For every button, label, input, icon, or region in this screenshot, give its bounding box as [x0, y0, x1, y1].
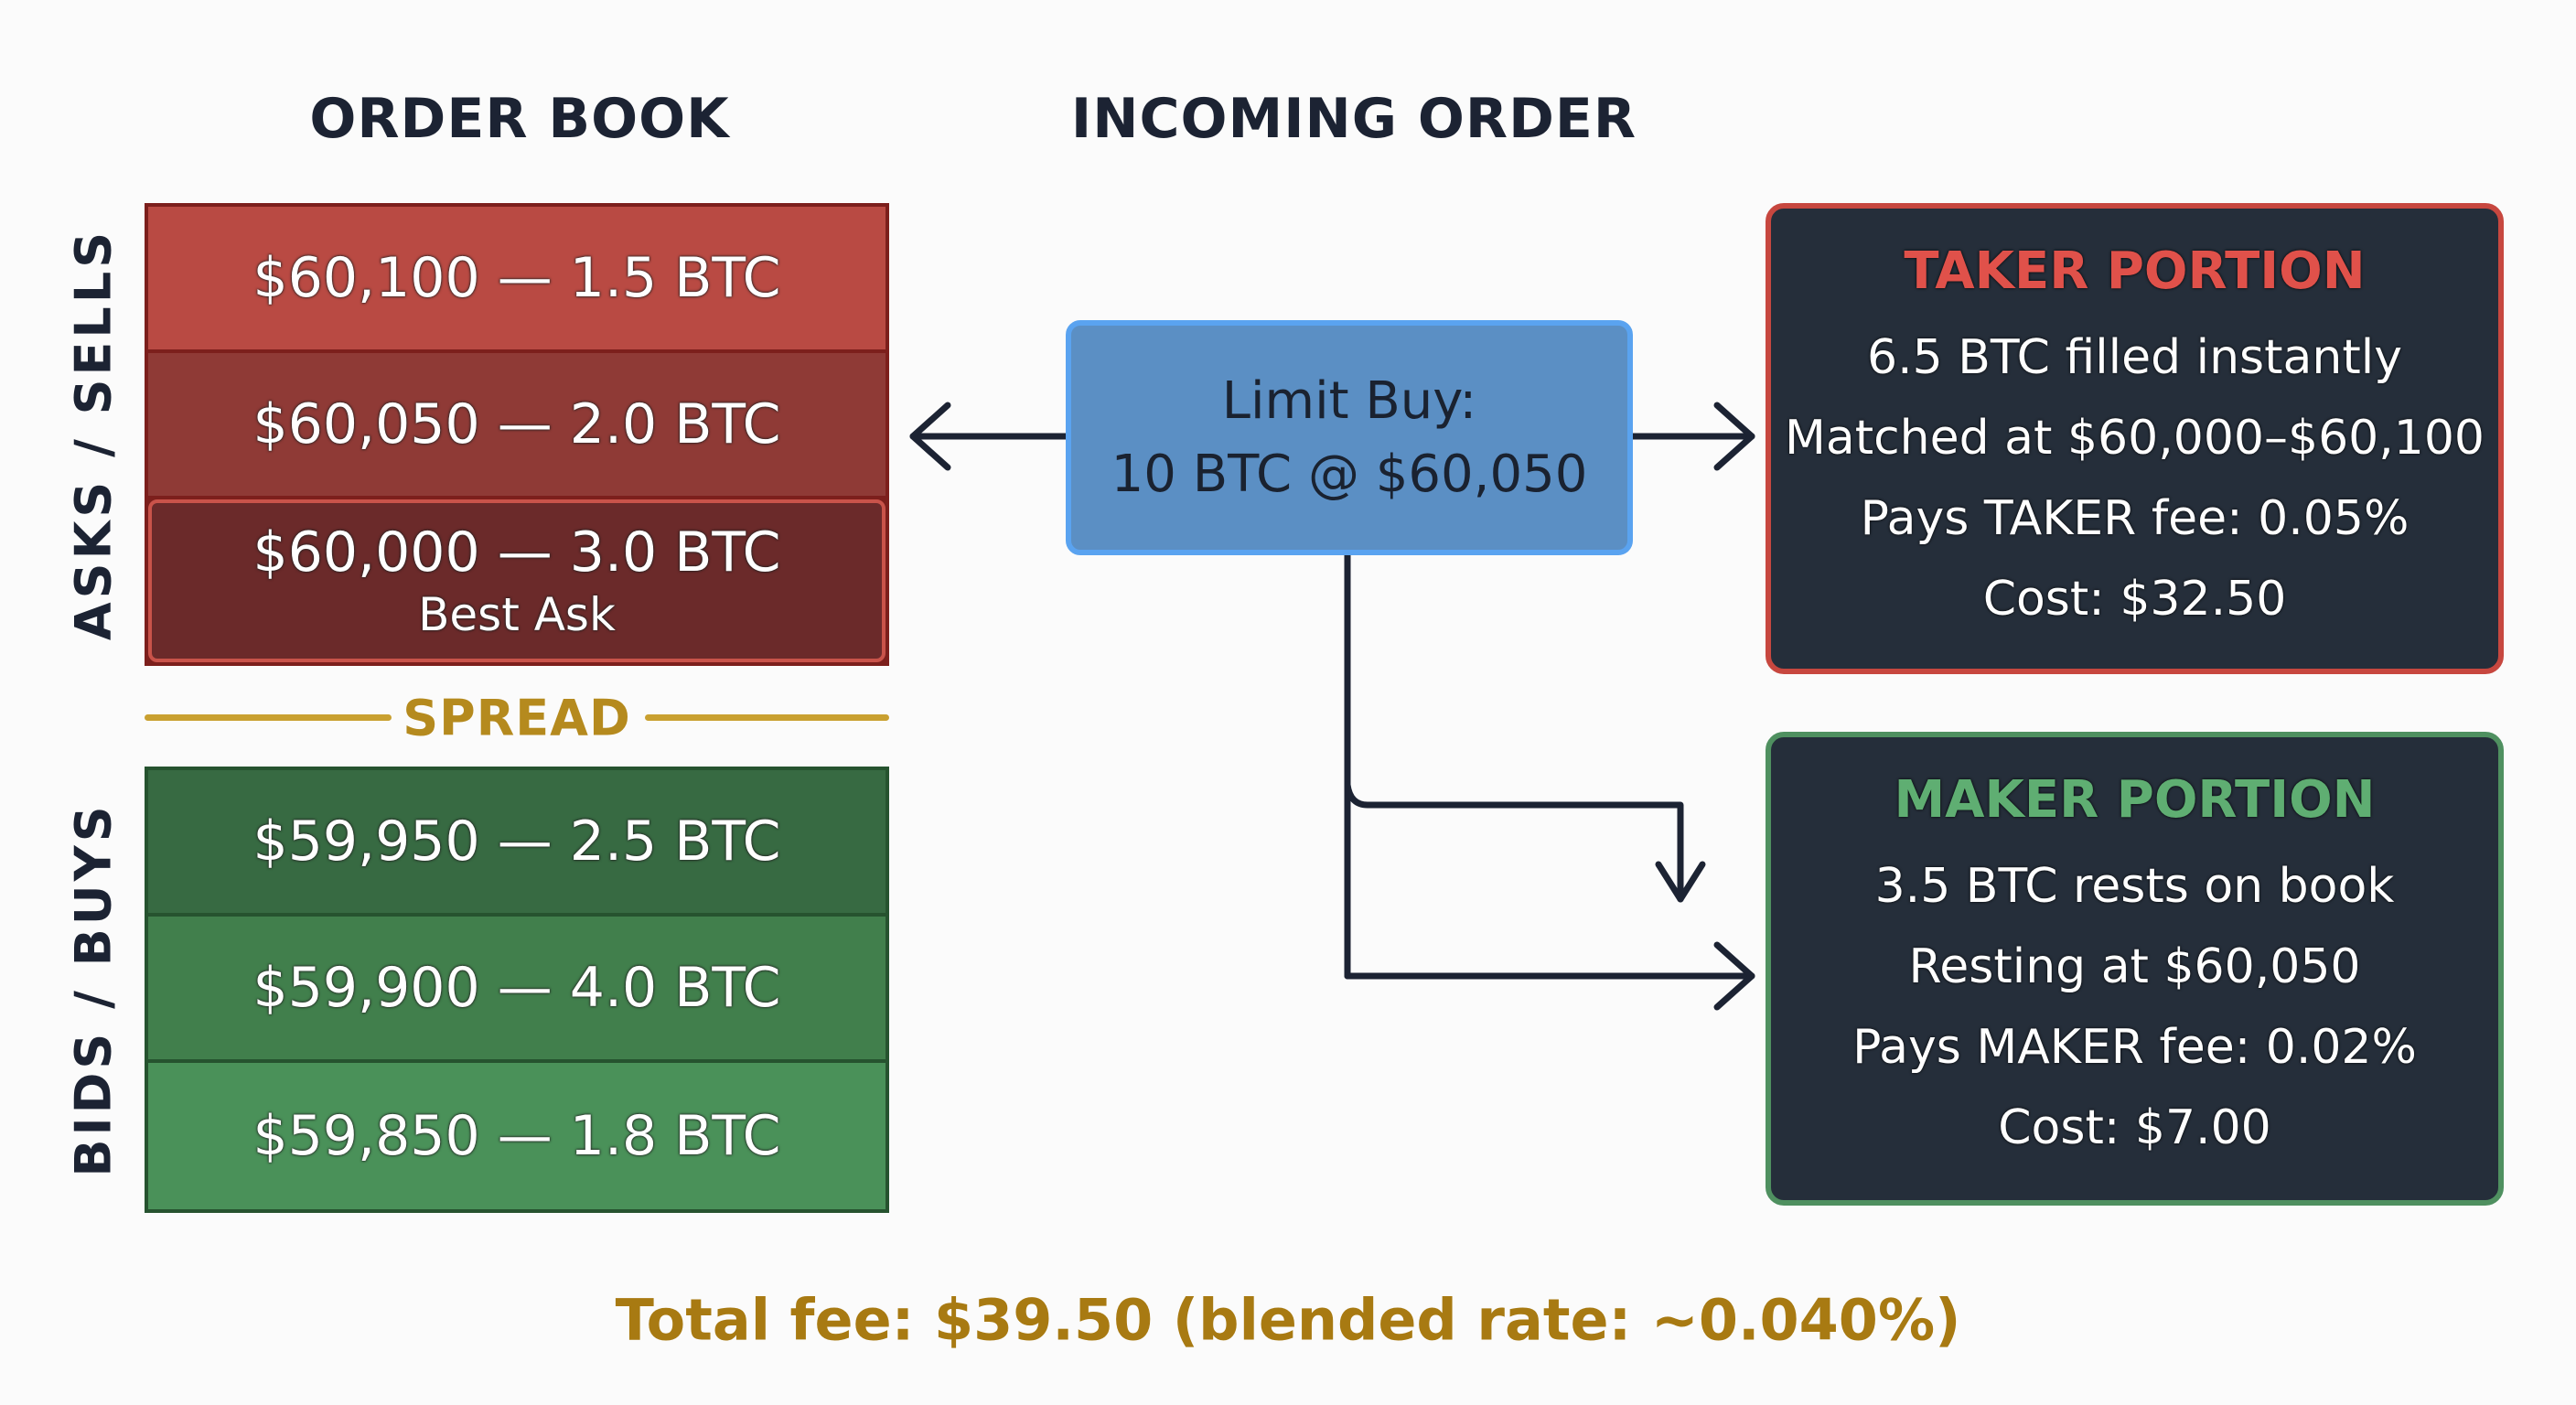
taker-title: TAKER PORTION: [1904, 241, 2366, 301]
taker-portion-box: TAKER PORTION 6.5 BTC filled instantly M…: [1766, 203, 2504, 674]
bid-row: $59,850 — 1.8 BTC: [148, 1063, 886, 1209]
ask-row-label: $60,100 — 1.5 BTC: [252, 246, 781, 310]
ask-row: $60,100 — 1.5 BTC: [148, 207, 886, 353]
maker-line: Pays MAKER fee: 0.02%: [1852, 1020, 2417, 1075]
incoming-order-box: Limit Buy: 10 BTC @ $60,050: [1066, 320, 1633, 555]
arrow-right-icon: [1713, 402, 1755, 471]
asks-book: $60,100 — 1.5 BTC $60,050 — 2.0 BTC $60,…: [145, 203, 889, 666]
taker-line: Cost: $32.50: [1982, 572, 2287, 627]
taker-line: 6.5 BTC filled instantly: [1867, 330, 2402, 385]
maker-portion-box: MAKER PORTION 3.5 BTC rests on book Rest…: [1766, 732, 2504, 1206]
best-ask-badge: Best Ask: [418, 588, 616, 641]
ask-row-label: $60,000 — 3.0 BTC: [252, 520, 781, 585]
spread-label: SPREAD: [402, 689, 631, 747]
bid-row-label: $59,900 — 4.0 BTC: [252, 956, 781, 1020]
arrow-down-icon: [1655, 861, 1706, 903]
order-details-label: 10 BTC @ $60,050: [1111, 444, 1588, 504]
incoming-order-heading: INCOMING ORDER: [1070, 87, 1637, 151]
arrow-right-icon: [1713, 941, 1755, 1011]
taker-line: Pays TAKER fee: 0.05%: [1860, 491, 2410, 546]
bid-row-label: $59,950 — 2.5 BTC: [252, 810, 781, 874]
maker-title: MAKER PORTION: [1894, 770, 2376, 830]
ask-row-label: $60,050 — 2.0 BTC: [252, 392, 781, 456]
bid-row-label: $59,850 — 1.8 BTC: [252, 1104, 781, 1168]
bid-row: $59,900 — 4.0 BTC: [148, 917, 886, 1063]
bids-book: $59,950 — 2.5 BTC $59,900 — 4.0 BTC $59,…: [145, 767, 889, 1213]
spread-line-right: [645, 714, 889, 721]
spread-line-left: [145, 714, 392, 721]
maker-line: Cost: $7.00: [1998, 1100, 2271, 1155]
order-type-label: Limit Buy:: [1221, 370, 1477, 431]
maker-line: Resting at $60,050: [1908, 939, 2361, 994]
maker-line: 3.5 BTC rests on book: [1874, 859, 2395, 914]
arrow-left-icon: [909, 402, 951, 471]
order-book-heading: ORDER BOOK: [309, 87, 730, 151]
best-ask-row: $60,000 — 3.0 BTC Best Ask: [148, 499, 886, 662]
taker-line: Matched at $60,000–$60,100: [1784, 411, 2485, 466]
total-fee-summary: Total fee: $39.50 (blended rate: ~0.040%…: [615, 1286, 1961, 1354]
bid-row: $59,950 — 2.5 BTC: [148, 770, 886, 917]
ask-row: $60,050 — 2.0 BTC: [148, 353, 886, 499]
